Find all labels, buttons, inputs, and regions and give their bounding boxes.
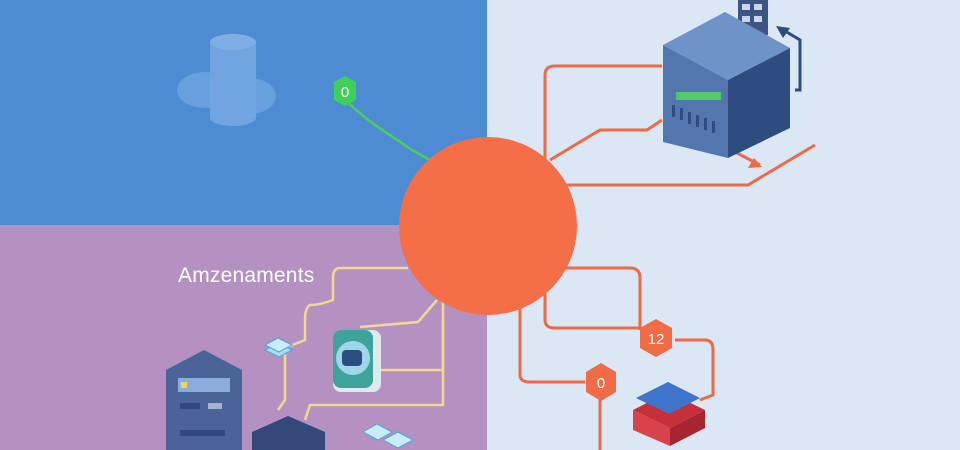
database-stack-icon xyxy=(633,382,705,446)
section-label: Amzenaments xyxy=(178,264,315,287)
chip-stack-icon xyxy=(361,423,415,449)
chip-icon xyxy=(263,337,294,358)
svg-text:12: 12 xyxy=(648,331,665,348)
central-hub xyxy=(399,137,577,315)
cloud-database-icon xyxy=(177,34,276,126)
orange-connection-lines xyxy=(518,64,816,450)
svg-text:0: 0 xyxy=(597,375,605,392)
green-connection-line xyxy=(344,99,431,162)
badge-hex-0: 0 xyxy=(586,363,616,401)
yellow-connection-lines xyxy=(276,266,445,421)
tower-server-icon xyxy=(166,350,242,450)
network-switch-icon xyxy=(333,330,381,392)
arrow-head-icon xyxy=(748,158,762,168)
svg-text:0: 0 xyxy=(341,84,349,101)
server-block-icon xyxy=(252,416,325,450)
badge-hex-12: 12 xyxy=(640,319,672,357)
bottom-left-panel xyxy=(0,225,487,450)
server-appliance-icon xyxy=(663,0,802,158)
badge-hex-green: 0 xyxy=(334,76,356,106)
